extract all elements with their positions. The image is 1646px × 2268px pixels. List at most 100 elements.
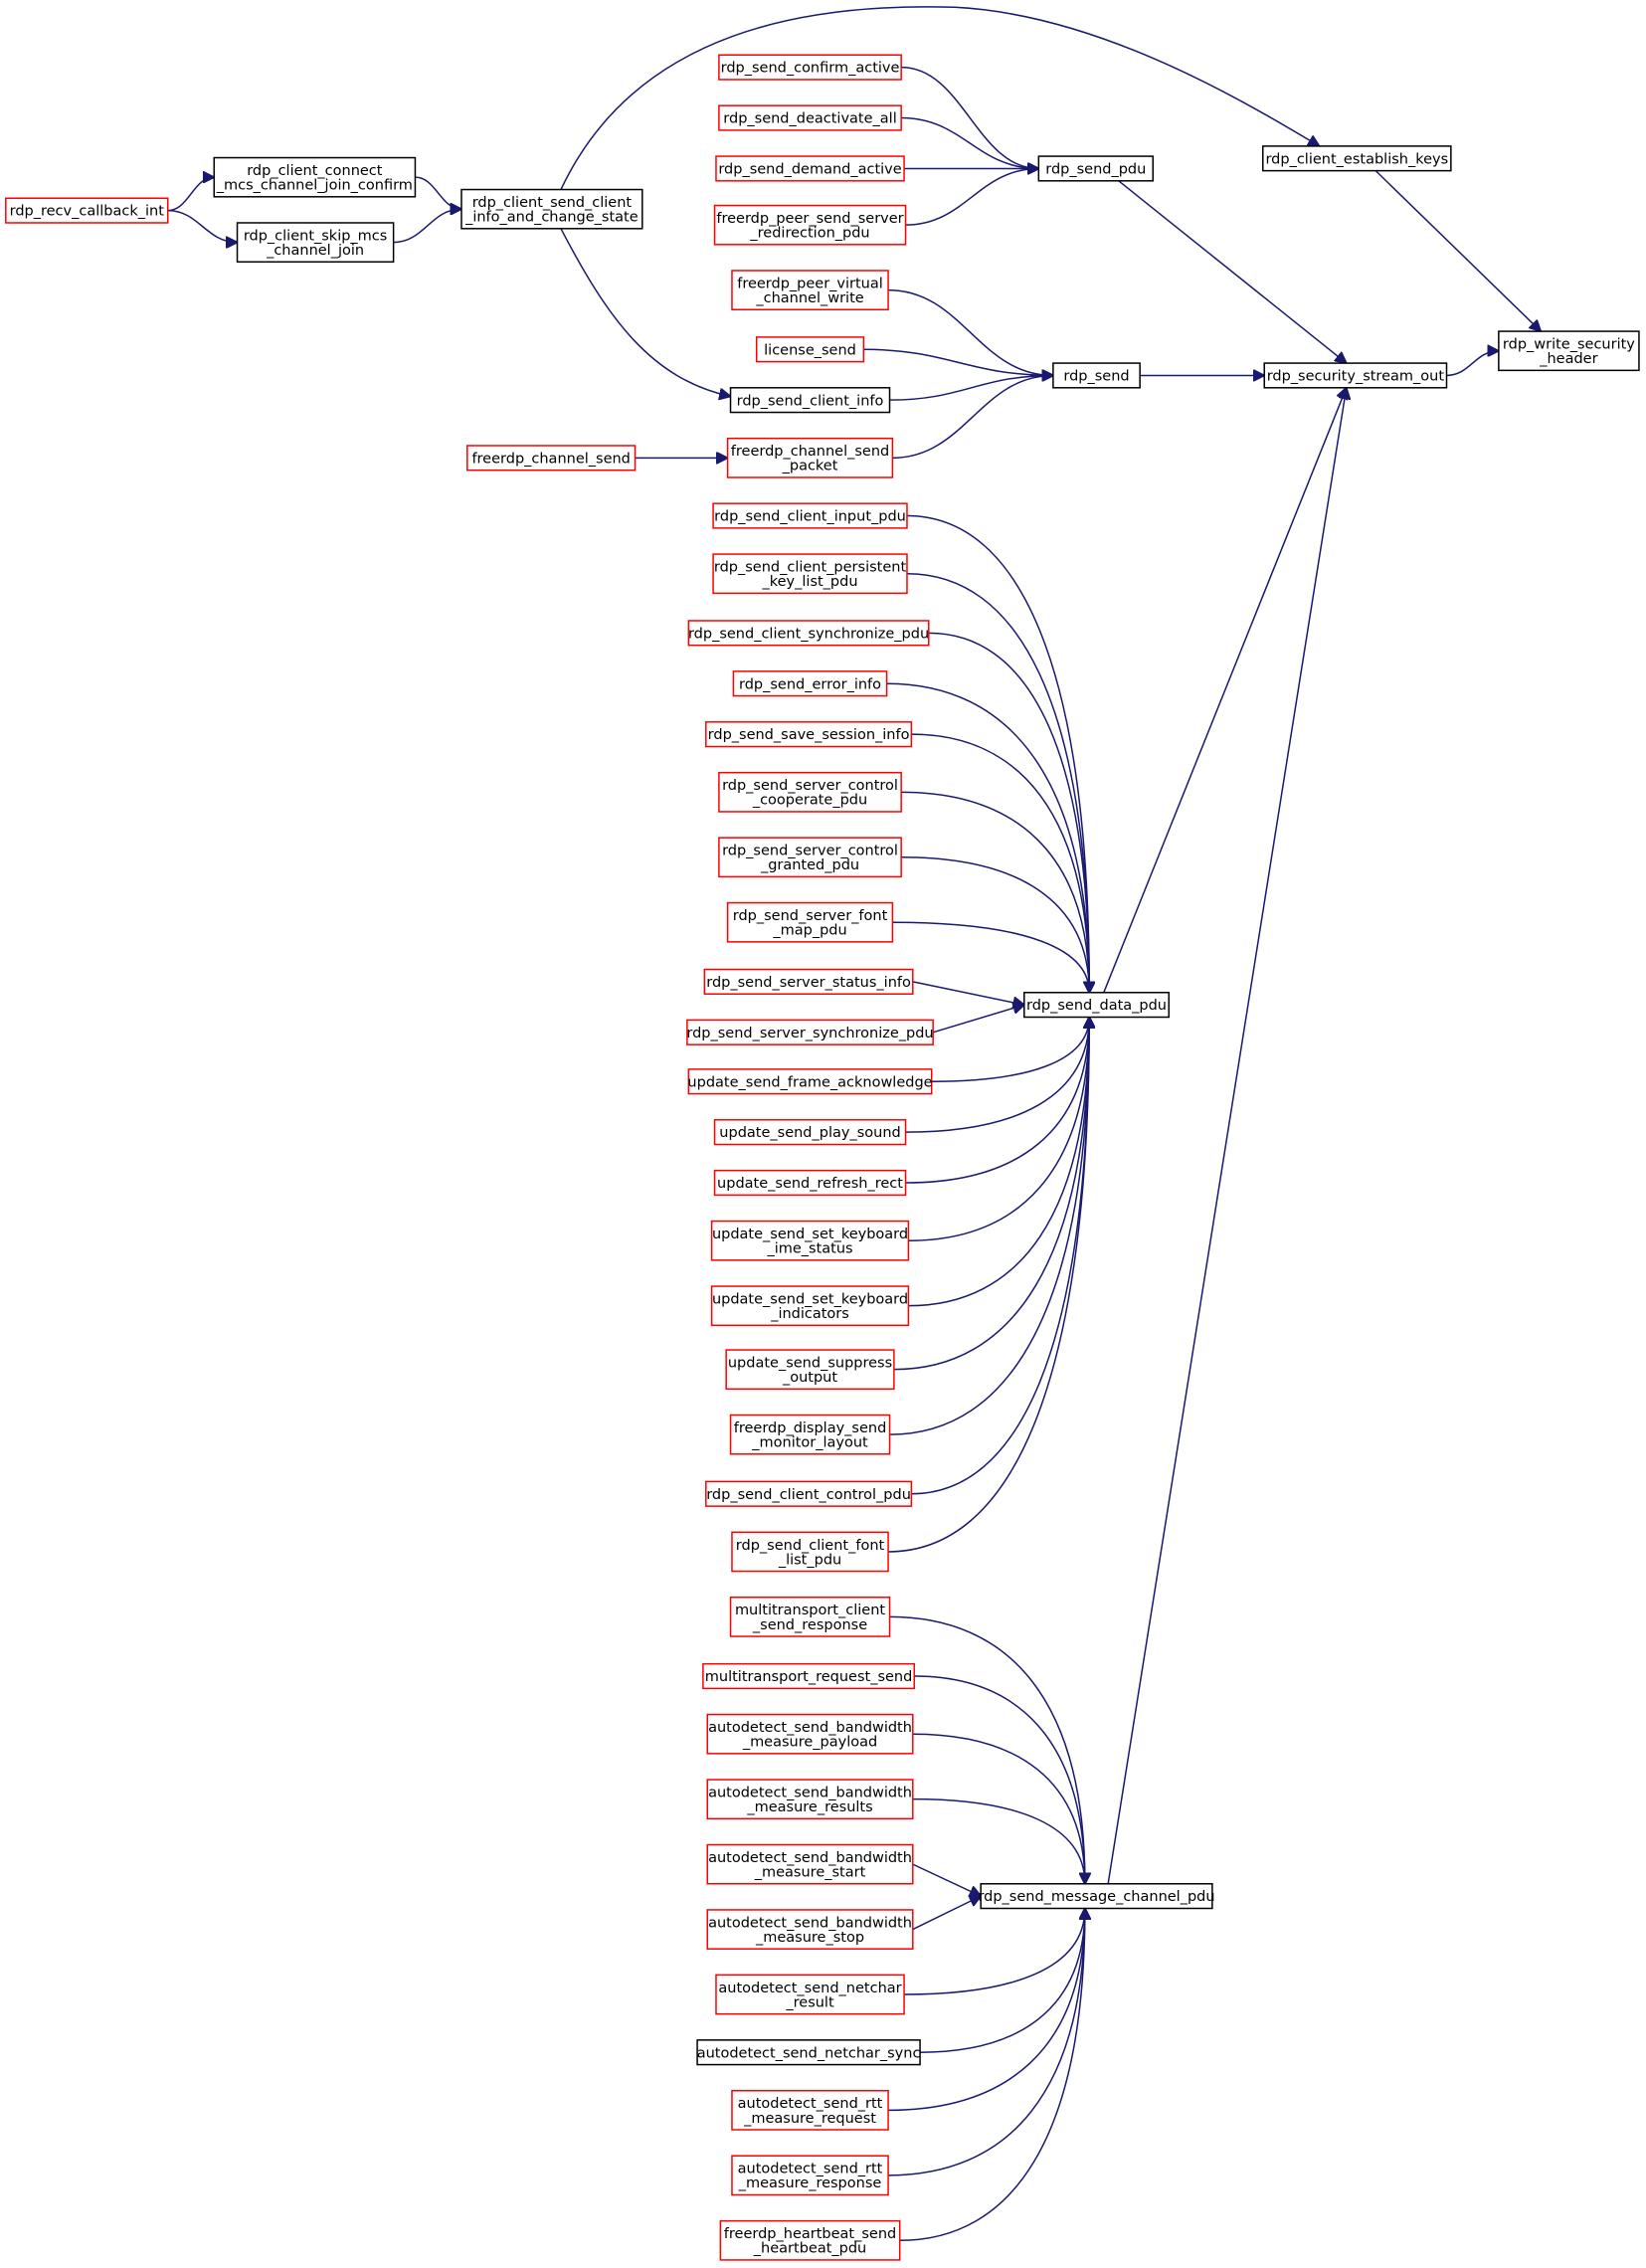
node-rdp_send_save_session_info[interactable]: rdp_send_save_session_info [705,721,913,748]
edge-rdp_send_server_font_map_pdu-to-rdp_send_data_pdu [892,921,1089,993]
node-rdp_send_error_info[interactable]: rdp_send_error_info [732,670,888,697]
node-update_send_play_sound[interactable]: update_send_play_sound [713,1119,907,1146]
node-autodetect_send_rtt_measure_request[interactable]: autodetect_send_rtt_measure_request [731,2090,889,2131]
edge-rdp_client_send_client_info_and_change_state-to-rdp_send_client_info [560,228,731,397]
edge-rdp_send_deactivate_all-to-rdp_send_pdu [901,116,1038,169]
edge-autodetect_send_bandwidth_measure_start-to-rdp_send_message_channel_pdu [912,1863,981,1896]
node-rdp_send_client_persistent_key_list_pdu[interactable]: rdp_send_client_persistent_key_list_pdu [712,553,908,595]
node-box [1052,362,1141,389]
node-rdp_send_client_input_pdu[interactable]: rdp_send_client_input_pdu [712,502,908,529]
node-rdp_send_server_control_granted_pdu[interactable]: rdp_send_server_control_granted_pdu [718,837,902,878]
node-label-line: _mcs_channel_join_confirm [216,178,413,194]
node-autodetect_send_bandwidth_measure_start[interactable]: autodetect_send_bandwidth_measure_start [706,1843,914,1885]
edge-update_send_set_keyboard_indicators-to-rdp_send_data_pdu [908,1018,1089,1307]
node-autodetect_send_bandwidth_measure_results[interactable]: autodetect_send_bandwidth_measure_result… [706,1779,914,1820]
edge-rdp_send_message_channel_pdu-to-rdp_security_stream_out [1107,388,1347,1884]
node-label-line: autodetect_send_bandwidth [708,1785,912,1800]
node-rdp_send_server_font_map_pdu[interactable]: rdp_send_server_font_map_pdu [726,901,894,943]
node-rdp_client_establish_keys[interactable]: rdp_client_establish_keys [1262,145,1452,172]
node-freerdp_channel_send_packet[interactable]: freerdp_channel_send_packet [726,437,894,478]
node-rdp_send_client_info[interactable]: rdp_send_client_info [729,387,891,414]
node-label-line: _output [782,1370,837,1386]
node-label-line: _map_pdu [772,923,846,939]
edge-rdp_send_server_status_info-to-rdp_send_data_pdu [912,981,1024,1005]
node-label-line: _redirection_pdu [749,226,869,242]
node-label-line: _measure_request [743,2111,876,2127]
node-license_send[interactable]: license_send [755,336,865,363]
node-rdp_send_data_pdu[interactable]: rdp_send_data_pdu [1023,992,1170,1019]
node-multitransport_client_send_response[interactable]: multitransport_client_send_response [729,1597,891,1637]
node-rdp_client_skip_mcs_channel_join[interactable]: rdp_client_skip_mcs_channel_join [236,222,395,264]
node-autodetect_send_bandwidth_measure_stop[interactable]: autodetect_send_bandwidth_measure_stop [706,1909,914,1950]
node-rdp_send_client_control_pdu[interactable]: rdp_send_client_control_pdu [705,1480,913,1507]
node-rdp_send_client_font_list_pdu[interactable]: rdp_send_client_font_list_pdu [731,1531,889,1573]
node-box [702,1662,915,1690]
node-rdp_send_pdu[interactable]: rdp_send_pdu [1037,155,1154,182]
node-freerdp_channel_send[interactable]: freerdp_channel_send [466,445,637,472]
edge-rdp_send_server_control_granted_pdu-to-rdp_send_data_pdu [901,856,1089,993]
node-label-line: rdp_send_client_info [737,393,884,409]
node-freerdp_heartbeat_send_heartbeat_pdu[interactable]: freerdp_heartbeat_send_heartbeat_pdu [719,2219,901,2261]
edge-rdp_client_connect_mcs_channel_join_confirm-to-rdp_client_send_client_info_and_change_state [415,176,461,209]
node-box [712,553,908,595]
node-box [705,721,913,748]
node-label-line: autodetect_send_bandwidth [708,1915,912,1931]
edge-update_send_play_sound-to-rdp_send_data_pdu [905,1018,1090,1133]
edge-license_send-to-rdp_send [863,348,1053,375]
edge-rdp_client_skip_mcs_channel_join-to-rdp_client_send_client_info_and_change_state [393,209,461,244]
node-label-line: _granted_pdu [760,857,859,873]
node-update_send_suppress_output[interactable]: update_send_suppress_output [725,1349,895,1391]
node-label-line: rdp_send_deactivate_all [723,111,896,127]
node-freerdp_display_send_monitor_layout[interactable]: freerdp_display_send_monitor_layout [729,1414,891,1455]
node-rdp_send_server_control_cooperate_pdu[interactable]: rdp_send_server_control_cooperate_pdu [718,771,902,813]
node-rdp_send[interactable]: rdp_send [1052,362,1141,389]
node-rdp_send_confirm_active[interactable]: rdp_send_confirm_active [718,54,902,81]
node-freerdp_peer_virtual_channel_write[interactable]: freerdp_peer_virtual_channel_write [731,270,889,311]
node-box [726,901,894,943]
node-rdp_write_security_header[interactable]: rdp_write_security_header [1498,330,1640,372]
edge-rdp_send_client_info-to-rdp_send [889,375,1053,401]
node-rdp_send_message_channel_pdu[interactable]: rdp_send_message_channel_pdu [978,1883,1215,1910]
node-autodetect_send_netchar_sync[interactable]: autodetect_send_netchar_sync [696,2039,921,2066]
node-label-line: update_send_set_keyboard [712,1227,908,1242]
node-rdp_client_connect_mcs_channel_join_confirm[interactable]: rdp_client_connect_mcs_channel_join_conf… [213,156,417,198]
edge-update_send_set_keyboard_ime_status-to-rdp_send_data_pdu [908,1018,1089,1241]
edge-freerdp_heartbeat_send_heartbeat_pdu-to-rdp_send_message_channel_pdu [899,1908,1085,2242]
node-autodetect_send_netchar_result[interactable]: autodetect_send_netchar_result [715,1974,905,2015]
node-rdp_send_server_status_info[interactable]: rdp_send_server_status_info [703,968,914,995]
node-box [715,1974,905,2015]
node-freerdp_peer_send_server_redirection_pdu[interactable]: freerdp_peer_send_server_redirection_pdu [713,204,907,246]
node-update_send_set_keyboard_indicators[interactable]: update_send_set_keyboard_indicators [710,1285,910,1327]
node-label-line: _measure_start [754,1864,866,1880]
node-rdp_send_server_synchronize_pdu[interactable]: rdp_send_server_synchronize_pdu [686,1019,934,1045]
node-label-line: _list_pdu [778,1552,841,1568]
node-rdp_send_client_synchronize_pdu[interactable]: rdp_send_client_synchronize_pdu [687,620,930,647]
node-label-line: _cooperate_pdu [752,793,867,809]
node-label-line: _measure_payload [742,1735,877,1751]
node-label-line: _indicators [770,1306,849,1322]
node-multitransport_request_send[interactable]: multitransport_request_send [702,1662,915,1690]
node-box [729,387,891,414]
node-autodetect_send_bandwidth_measure_payload[interactable]: autodetect_send_bandwidth_measure_payloa… [706,1713,914,1755]
node-label-line: update_send_suppress [728,1356,892,1372]
node-update_send_frame_acknowledge[interactable]: update_send_frame_acknowledge [687,1068,933,1095]
node-rdp_send_demand_active[interactable]: rdp_send_demand_active [715,155,905,182]
node-rdp_security_stream_out[interactable]: rdp_security_stream_out [1263,362,1448,389]
node-box [712,502,908,529]
node-update_send_set_keyboard_ime_status[interactable]: update_send_set_keyboard_ime_status [710,1220,910,1261]
edge-autodetect_send_rtt_measure_request-to-rdp_send_message_channel_pdu [888,1908,1085,2112]
node-box [731,1531,889,1573]
node-box [687,620,930,647]
edge-rdp_client_establish_keys-to-rdp_write_security_header [1374,170,1541,331]
node-autodetect_send_rtt_measure_response[interactable]: autodetect_send_rtt_measure_response [731,2155,889,2196]
edge-multitransport_request_send-to-rdp_send_message_channel_pdu [914,1675,1085,1884]
node-box [687,1068,933,1095]
node-rdp_client_send_client_info_and_change_state[interactable]: rdp_client_send_client_info_and_change_s… [460,188,643,230]
node-rdp_recv_callback_int[interactable]: rdp_recv_callback_int [5,197,169,224]
node-label-line: update_send_set_keyboard [712,1292,908,1308]
node-update_send_refresh_rect[interactable]: update_send_refresh_rect [713,1169,907,1197]
node-box [713,1119,907,1146]
node-box [718,771,902,813]
node-rdp_send_deactivate_all[interactable]: rdp_send_deactivate_all [718,104,902,131]
